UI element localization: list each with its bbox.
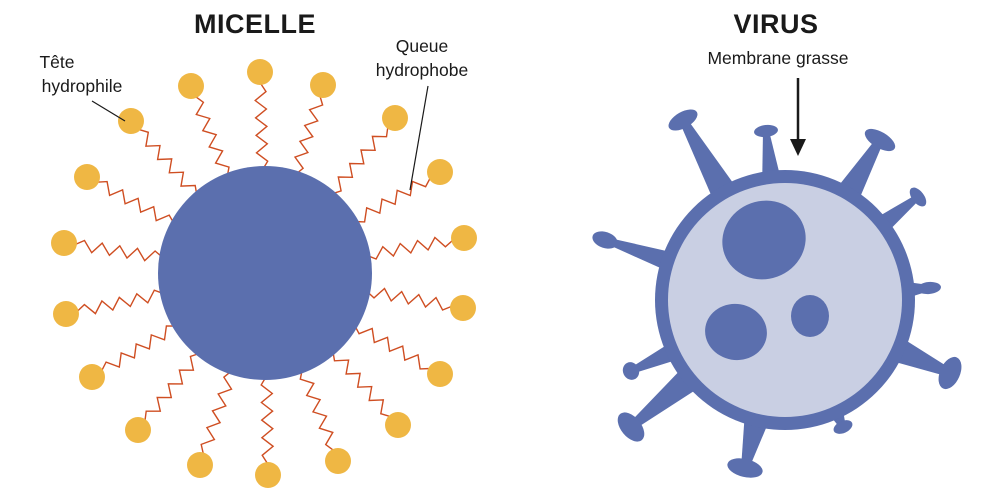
hydrophobic-tail — [144, 352, 201, 422]
hydrophobic-tail — [293, 95, 324, 176]
virus-title: VIRUS — [733, 9, 818, 39]
hydrophobic-tail — [194, 95, 230, 178]
hydrophobic-tail — [354, 177, 432, 223]
virus-spike-cap — [727, 458, 763, 478]
micelle-heads — [51, 59, 477, 488]
virus-spike-cap — [754, 124, 778, 138]
virus-inclusion-large — [722, 200, 806, 280]
hydrophilic-head — [385, 412, 411, 438]
hydrophilic-head — [53, 301, 79, 327]
micelle-core — [158, 166, 372, 380]
hydrophobic-tail — [100, 325, 177, 372]
hydrophilic-head — [325, 448, 351, 474]
virus-spike-cap — [668, 109, 698, 131]
micelle-tails — [74, 82, 454, 465]
hydrophobic-tail — [330, 126, 389, 195]
virus-inclusion-medium — [705, 303, 767, 361]
virus-inclusion-small — [791, 295, 829, 337]
hydrophilic-head — [450, 295, 476, 321]
hydrophilic-head — [382, 105, 408, 131]
hydrophilic-head — [427, 361, 453, 387]
virus-spike-cap — [592, 231, 618, 249]
hydrophobic-tail-label-line1: Queue — [396, 36, 449, 56]
hydrophilic-head-label-line1: Tête — [39, 52, 74, 72]
virus-spike-cap — [864, 128, 896, 152]
hydrophilic-head — [255, 462, 281, 488]
virus-spike-cap — [909, 187, 927, 207]
micelle-diagram: MICELLE Tête hydrophile Queue hydrophobe — [39, 9, 477, 488]
fatty-membrane-arrow-head — [790, 139, 806, 156]
hydrophilic-head — [310, 72, 336, 98]
hydrophilic-head — [427, 159, 453, 185]
hydrophilic-head-leader-line — [91, 100, 126, 122]
virus-spike-cap — [938, 356, 962, 390]
hydrophobic-tail-leader-line — [409, 85, 429, 191]
hydrophobic-tail — [138, 128, 198, 196]
hydrophilic-head — [79, 364, 105, 390]
hydrophobic-tail — [260, 375, 275, 465]
hydrophilic-head — [51, 230, 77, 256]
hydrophilic-head — [74, 164, 100, 190]
hydrophilic-head — [178, 73, 204, 99]
hydrophilic-head-label-line2: hydrophile — [42, 76, 123, 96]
hydrophobic-tail — [332, 350, 392, 418]
hydrophobic-tail — [353, 324, 431, 370]
virus-diagram: VIRUS Membrane grasse — [592, 9, 962, 478]
hydrophobic-tail — [299, 368, 335, 452]
hydrophobic-tail — [365, 287, 453, 311]
hydrophilic-head — [187, 452, 213, 478]
micelle-title: MICELLE — [194, 9, 316, 39]
hydrophilic-head — [118, 108, 144, 134]
hydrophobic-tail — [74, 239, 164, 262]
virus-spike-cap — [617, 412, 645, 442]
hydrophobic-tail — [254, 82, 269, 171]
virus-spike-cap — [622, 362, 640, 380]
hydrophobic-tail-label-line2: hydrophobe — [376, 60, 468, 80]
fatty-membrane-label: Membrane grasse — [707, 48, 848, 68]
hydrophilic-head — [247, 59, 273, 85]
virus-spike-cap — [833, 420, 853, 434]
hydrophobic-tail — [96, 180, 175, 225]
hydrophilic-head — [125, 417, 151, 443]
virus-spike-cap — [917, 281, 941, 295]
hydrophobic-tail — [76, 289, 165, 315]
hydrophobic-tail — [366, 236, 454, 260]
hydrophilic-head — [451, 225, 477, 251]
hydrophobic-tail — [200, 370, 233, 455]
